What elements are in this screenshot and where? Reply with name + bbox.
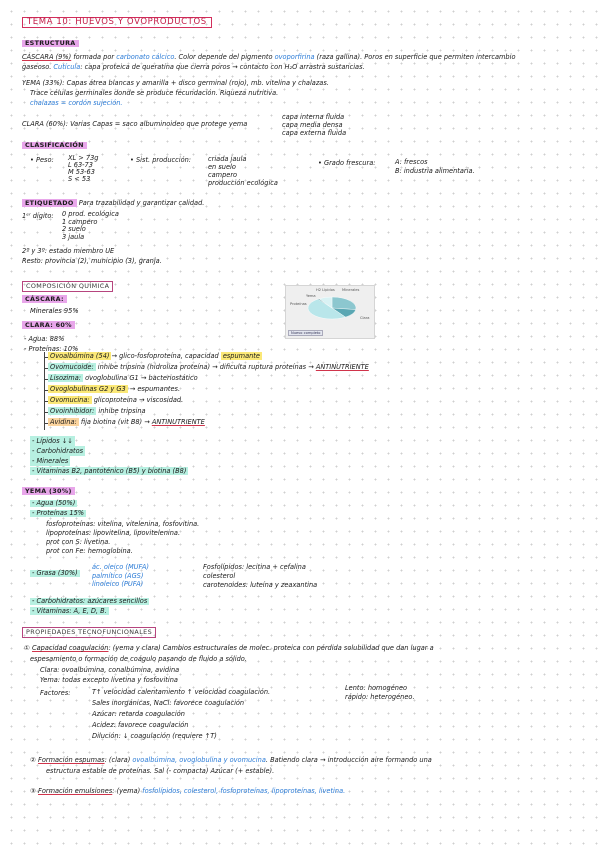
prop-coag-clara: Clara: ovoalbúmina, conalbúmina, avidina: [40, 666, 180, 674]
clara-capas: capa interna fluida capa media densa cap…: [282, 113, 347, 137]
clara-agua: - Agua: 88%: [24, 335, 65, 343]
section-clasificacion: CLASIFICACIÓN: [22, 141, 87, 150]
factores-label: Factores:: [40, 689, 71, 697]
protein-branch-line: [44, 368, 48, 369]
chart-button[interactable]: Nuevo completo: [288, 330, 324, 336]
protein-item: Avidina: fija biotina (vit B8) → ANTINUT…: [48, 418, 205, 426]
protein-item: Ovomucoide: inhibe tripsina (hidroliza p…: [48, 363, 369, 371]
peso-list: XL > 73g L 63-73 M 53-63 S < 53: [68, 154, 99, 183]
comp-clara-label: CLARA: 60%: [22, 321, 75, 329]
pie-chart-svg: [307, 296, 357, 320]
cascara-line: CÁSCARA (9%) formada por carbonato cálci…: [22, 53, 516, 61]
composition-pie-chart: H2 Lípidos Minerales Yema Proteínas Clar…: [285, 285, 375, 339]
grado-list: A: frescos B: industria alimentaria.: [395, 158, 475, 175]
protein-branch-line: [44, 412, 48, 413]
factores-list: T↑ velocidad calentamiento ↑ velocidad c…: [92, 688, 271, 740]
protein-item: Lisozima: ovoglobulina G1 → bacteriostát…: [48, 374, 198, 382]
sist-list: criada jaula en suelo campero producción…: [208, 155, 278, 187]
section-etiquetado: ETIQUETADO: [22, 199, 77, 207]
protein-item: Ovomucina: glicoproteína → viscosidad.: [48, 396, 184, 404]
grado-label: • Grado frescura:: [318, 159, 376, 167]
yema-line: YEMA (33%): Capas átrea blancas y amaril…: [22, 79, 329, 87]
section-composicion: COMPOSICIÓN QUÍMICA: [22, 281, 114, 293]
protein-item: Ovoglobulinas G2 y G3 → espumantes.: [48, 385, 181, 393]
comp-cascara-label: CÁSCARA:: [22, 295, 67, 303]
comp-cascara-value: Minerales 95%: [30, 307, 79, 315]
etiquetado-line: ETIQUETADO Para trazabilidad y garantiza…: [22, 199, 204, 207]
sist-label: • Sist. producción:: [130, 156, 192, 164]
pie-slice: [307, 298, 346, 320]
clara-vitaminas: - Vitaminas B2, pantoténico (B5) y bioti…: [30, 467, 189, 475]
yema-vitaminas: - Vitaminas: A, E, D, B.: [30, 607, 109, 615]
peso-label: • Peso:: [30, 156, 54, 164]
protein-branch-line: [44, 401, 48, 402]
page-title: TEMA 10: HUEVOS Y OVOPRODUCTOS: [22, 17, 212, 29]
yema-line-2: Trace células germinales donde se produc…: [30, 89, 279, 97]
protein-item: Ovoinhibidor: inhibe tripsina: [48, 407, 146, 415]
yema-grasa: - Grasa (30%): [30, 569, 80, 578]
protein-branch-line: [44, 357, 48, 358]
protein-branch-line: [44, 390, 48, 391]
resto-line: Resto: provincia (2), municipio (3), gra…: [22, 257, 162, 265]
chart-label-minerales: Minerales: [342, 288, 360, 292]
prop-coagulacion: ① Capacidad coagulación: (yema y clara) …: [24, 644, 434, 652]
protein-bracket-line: [44, 352, 45, 430]
prop-espumas-2: estructura estable de proteínas. Sal (- …: [46, 767, 275, 775]
clara-others: - Lípidos ↓↓ - Carbohidratos - Minerales…: [30, 436, 189, 475]
protein-item: Ovoalbúmina (54)→ glico-fosfoproteína, c…: [48, 352, 262, 360]
comp-yema-label: YEMA (30%): [22, 487, 75, 495]
prop-espumas: ② Formación espumas: (clara) ovoalbúmina…: [30, 756, 432, 764]
section-estructura: ESTRUCTURA: [22, 39, 79, 48]
grasa-fatty-acids: ác. oleico (MUFA) palmítico (AGS) linole…: [92, 563, 149, 588]
chart-label-proteinas: Proteínas: [290, 302, 307, 306]
yema-carbohidratos: - Carbohidratos: azúcares sencillos: [30, 597, 150, 606]
yema-proteinas: - Proteínas 15%: [30, 509, 87, 518]
grasa-lipids: Fosfolípidos: lecitina + cefalina colest…: [203, 563, 318, 589]
protein-branch-line: [44, 423, 48, 424]
prop-coag-yema: Yema: todas excepto livetina y fosfoviti…: [40, 676, 178, 684]
chart-label-yema: Yema: [306, 294, 316, 298]
cuticula-line: gaseoso. Cutícula: capa proteica de quer…: [22, 63, 365, 71]
factores-right: Lento: homogéneo rápido: heterogéneo.: [345, 684, 415, 701]
pie-slice: [331, 296, 357, 310]
clara-proteinas: - Proteínas: 10%: [24, 345, 79, 353]
yema-agua: - Agua (50%): [30, 499, 78, 508]
digit23-line: 2º y 3º: estado miembro UE: [22, 247, 115, 255]
yema-protein-list: fosfoproteínas: vitelina, vitelenina, fo…: [46, 520, 200, 555]
prop-emulsiones: ③ Formación emulsiones: (yema) fosfolípi…: [30, 787, 346, 795]
pie-slice: [318, 296, 333, 309]
clara-line: CLARA (60%): Varias Capas = saco albumin…: [22, 120, 248, 128]
prop-coagulacion-2: espesamiento o formación de coágulo pasa…: [30, 655, 247, 663]
digit1-label: 1ᵉʳ dígito:: [22, 212, 54, 220]
chart-label-lipidos: H2 Lípidos: [316, 288, 335, 292]
section-propiedades: PROPIEDADES TECNOFUNCIONALES: [22, 627, 157, 639]
protein-branch-line: [44, 379, 48, 380]
chalazas-line: chalazas = cordón sujeción.: [30, 99, 123, 107]
chart-label-clara: Clara: [360, 316, 370, 320]
digit1-list: 0 prod. ecológica 1 campero 2 suelo 3 ja…: [62, 210, 119, 241]
